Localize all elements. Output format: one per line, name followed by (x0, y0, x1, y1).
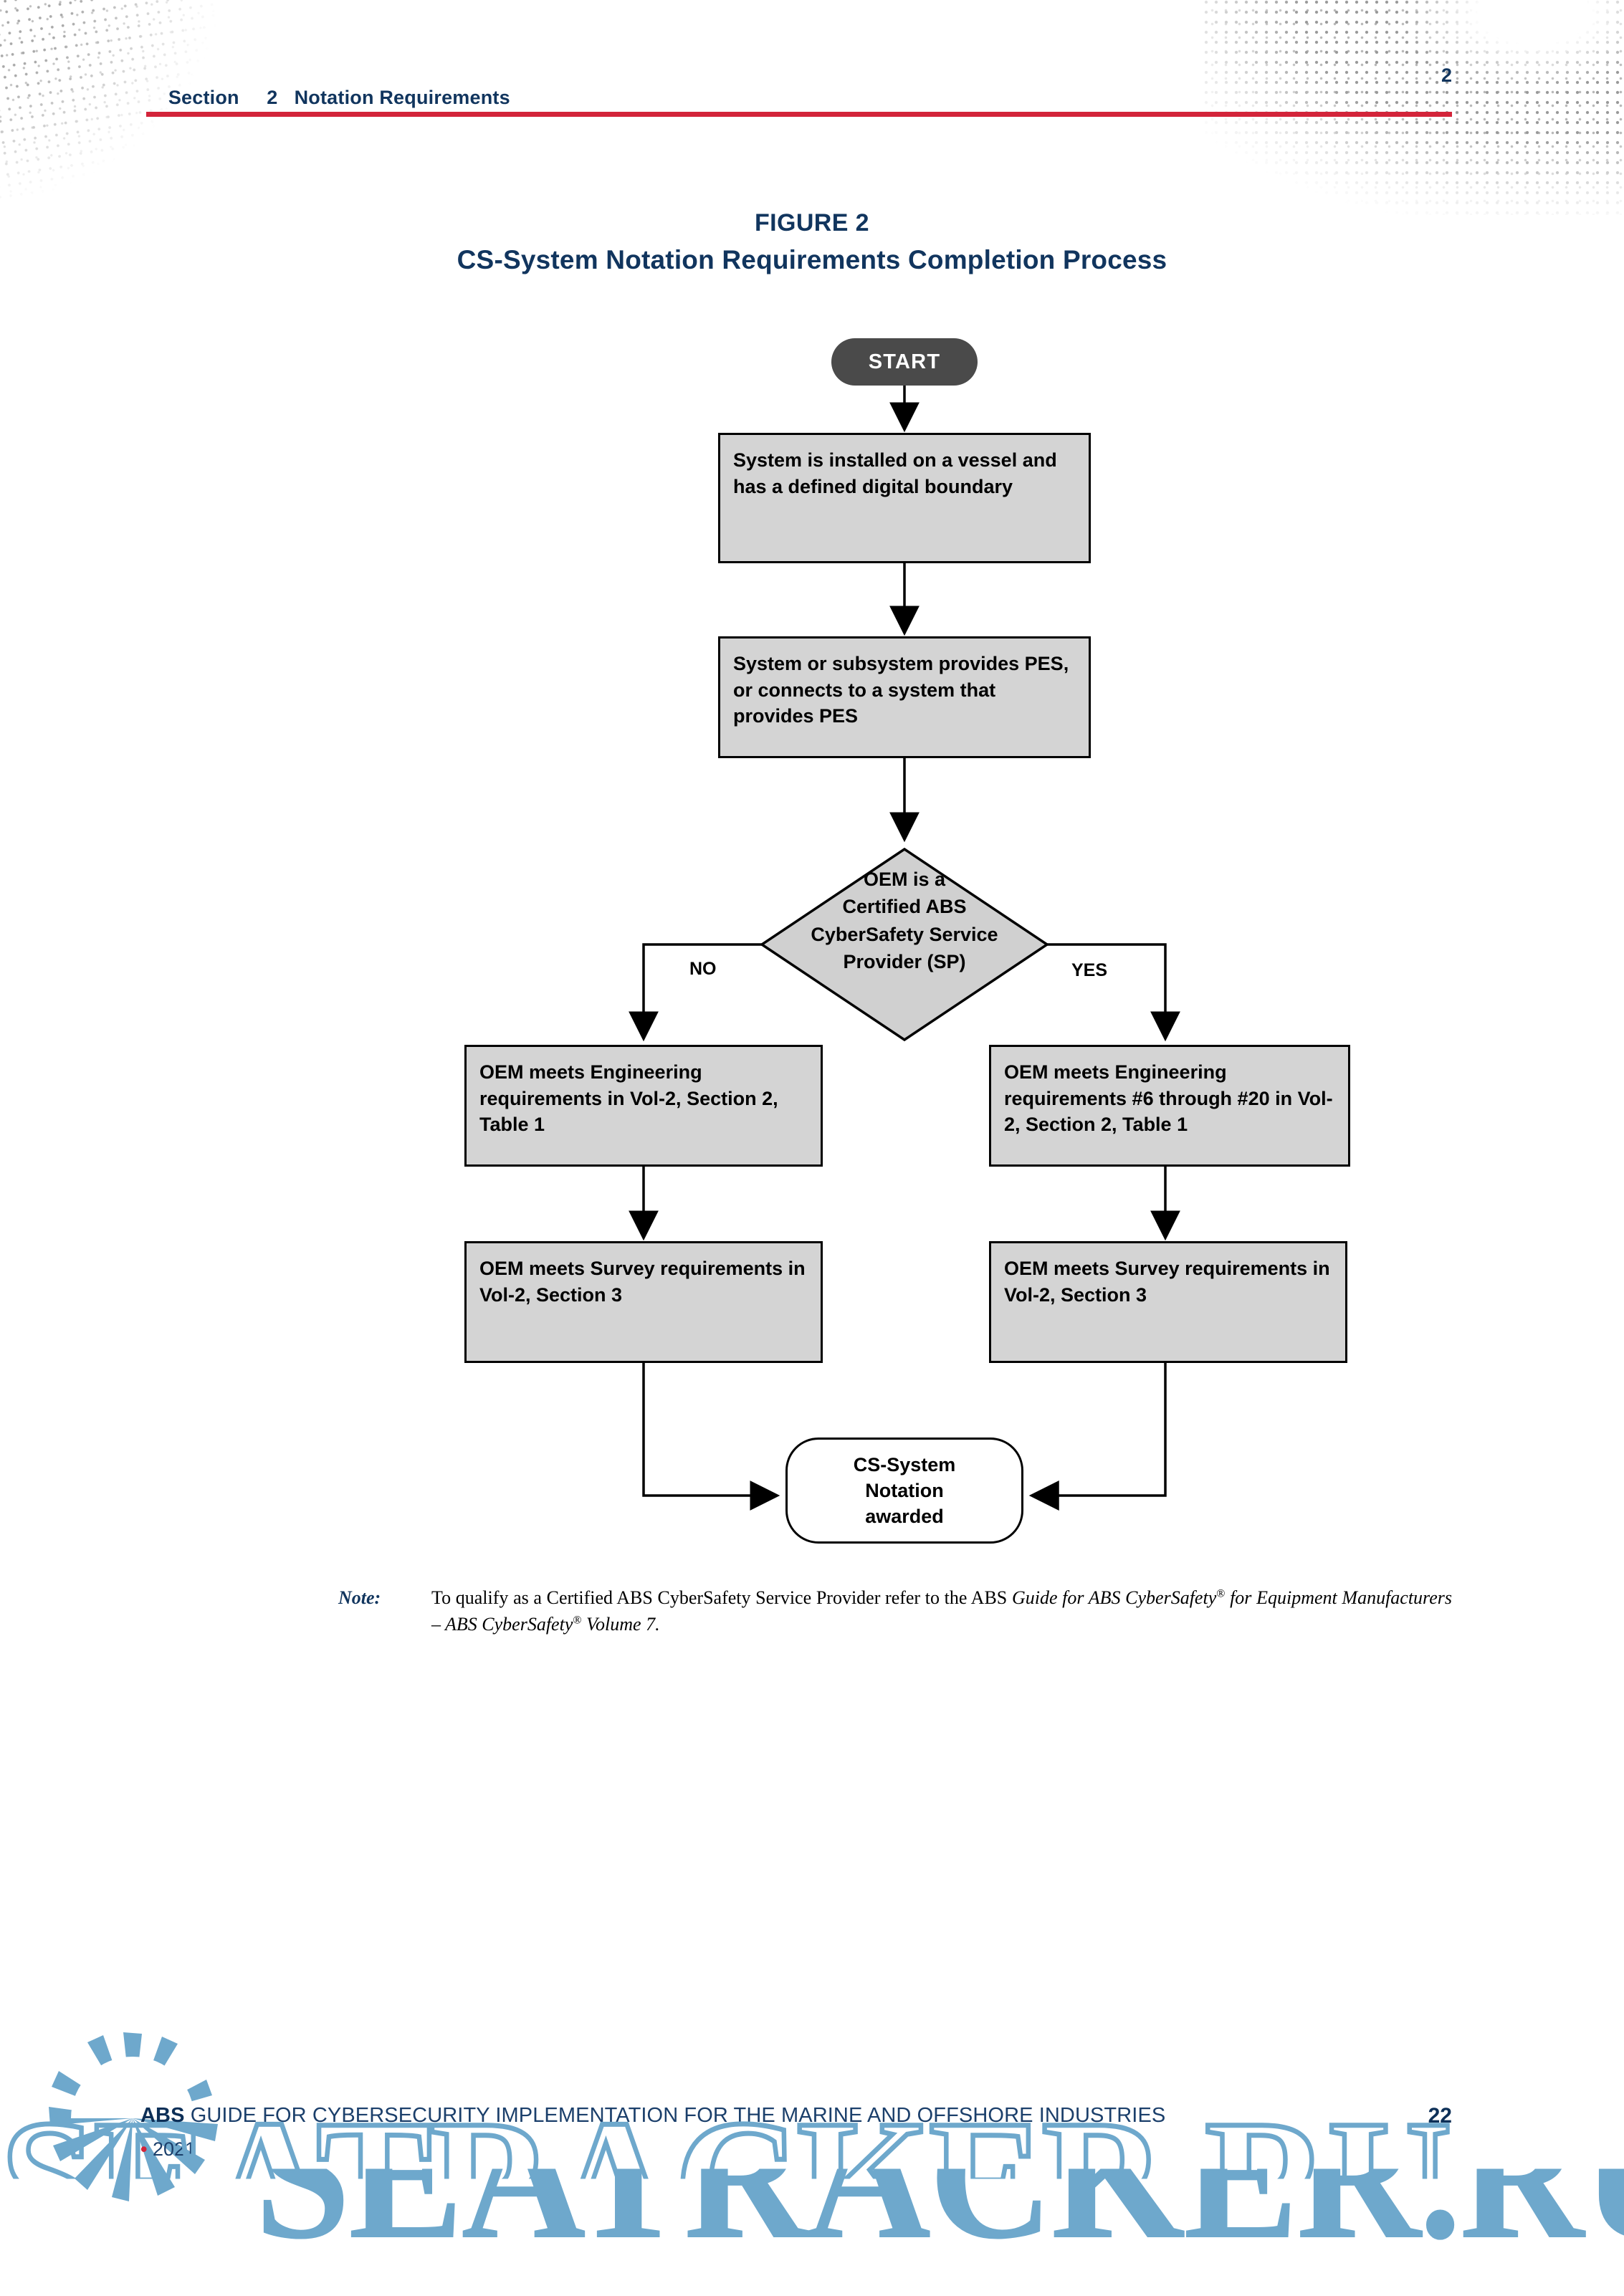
running-head-rule (146, 112, 1452, 117)
footer-year: • 2021 (140, 2138, 196, 2161)
terminal-line: Notation (865, 1479, 944, 1501)
process-node-system-installed[interactable]: System is installed on a vessel and has … (718, 433, 1091, 563)
process-node-no-survey[interactable]: OEM meets Survey requirements in Vol-2, … (464, 1241, 823, 1363)
registered-mark-icon: ® (1216, 1587, 1226, 1600)
process-node-text: OEM meets Engineering requirements #6 th… (1004, 1061, 1333, 1136)
process-node-text: OEM meets Survey requirements in Vol-2, … (479, 1258, 806, 1306)
note-body: To qualify as a Certified ABS CyberSafet… (431, 1585, 1452, 1638)
decision-line: CyberSafety Service (811, 923, 998, 945)
decision-line: Provider (SP) (843, 950, 966, 972)
running-head: Section 2 Notation Requirements 2 (146, 64, 1452, 108)
start-node[interactable]: START (831, 338, 978, 386)
decision-line: OEM is a (863, 869, 946, 890)
running-head-page-marker: 2 (1441, 64, 1452, 86)
page-footer: ABS GUIDE FOR CYBERSECURITY IMPLEMENTATI… (0, 2032, 1624, 2201)
figure-title: CS-System Notation Requirements Completi… (457, 245, 1167, 274)
footer-title: ABS GUIDE FOR CYBERSECURITY IMPLEMENTATI… (140, 2104, 1165, 2128)
footer-title-text: GUIDE FOR CYBERSECURITY IMPLEMENTATION F… (190, 2104, 1166, 2127)
decision-line: Certified ABS (842, 896, 967, 918)
note-text-italic: Volume 7. (581, 1613, 660, 1635)
decision-diamond-shape (759, 847, 1050, 1042)
footer-brand: ABS (140, 2104, 185, 2127)
bullet-icon: • (140, 2138, 148, 2160)
running-head-section-number: 2 (267, 87, 278, 108)
note-label: Note: (338, 1587, 381, 1608)
process-node-text: System or subsystem provides PES, or con… (733, 653, 1069, 727)
figure-heading: FIGURE 2 CS-System Notation Requirements… (0, 209, 1624, 275)
start-label: START (868, 350, 941, 373)
process-node-text: OEM meets Survey requirements in Vol-2, … (1004, 1258, 1330, 1306)
note-text-plain: To qualify as a Certified ABS CyberSafet… (431, 1587, 1012, 1608)
terminal-node-cs-system-awarded[interactable]: CS-System Notation awarded (785, 1438, 1023, 1544)
registered-mark-icon: ® (573, 1614, 582, 1627)
note-text-italic: for Equipment Manufacturers – ABS CyberS… (431, 1587, 1452, 1635)
branch-label-yes: YES (1071, 960, 1108, 980)
footer-page-number: 22 (1428, 2104, 1452, 2128)
branch-label-no: NO (689, 959, 717, 979)
running-head-section-word: Section (168, 87, 239, 108)
terminal-line: CS-System (853, 1453, 956, 1475)
process-node-yes-survey[interactable]: OEM meets Survey requirements in Vol-2, … (989, 1241, 1347, 1363)
process-node-yes-engineering[interactable]: OEM meets Engineering requirements #6 th… (989, 1045, 1350, 1167)
note-text-italic: Guide for ABS CyberSafety (1011, 1587, 1217, 1608)
process-node-text: OEM meets Engineering requirements in Vo… (479, 1061, 778, 1136)
process-node-provides-pes[interactable]: System or subsystem provides PES, or con… (718, 636, 1091, 758)
running-head-left: Section 2 Notation Requirements (146, 64, 510, 131)
running-head-section-title: Notation Requirements (294, 87, 510, 108)
figure-note: Note: To qualify as a Certified ABS Cybe… (338, 1585, 1452, 1638)
abs-sunburst-logo-icon (49, 2032, 218, 2201)
process-node-text: System is installed on a vessel and has … (733, 449, 1057, 497)
footer-year-text: 2021 (152, 2138, 196, 2160)
process-node-no-engineering[interactable]: OEM meets Engineering requirements in Vo… (464, 1045, 823, 1167)
terminal-line: awarded (865, 1506, 944, 1528)
decision-node-oem-certified-sp[interactable]: OEM is a Certified ABS CyberSafety Servi… (738, 866, 1071, 975)
figure-label: FIGURE 2 (754, 209, 869, 236)
